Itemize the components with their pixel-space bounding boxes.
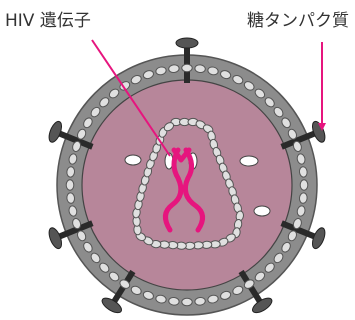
spike-head xyxy=(176,38,198,48)
envelope-bead xyxy=(182,298,192,306)
envelope-bead xyxy=(182,64,192,72)
protein-body-left xyxy=(125,155,141,165)
protein-body-right xyxy=(240,156,258,166)
envelope-bead xyxy=(300,180,308,190)
protein-body-lower xyxy=(254,206,270,216)
envelope-bead xyxy=(66,180,74,190)
spike-head xyxy=(100,295,124,315)
spike-head xyxy=(250,295,274,315)
